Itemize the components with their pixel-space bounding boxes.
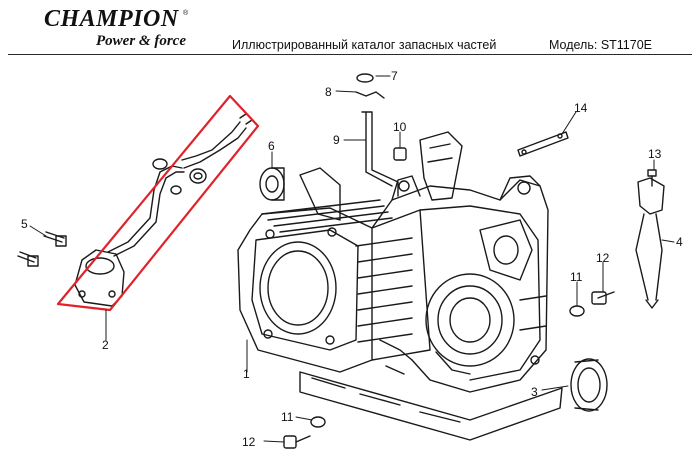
- part-6-bearing: [259, 167, 285, 201]
- registered-mark: ®: [183, 10, 189, 17]
- callout-6: 6: [268, 139, 275, 153]
- callout-1: 1: [243, 367, 250, 381]
- logo-wordmark: CHAMPION: [44, 6, 179, 32]
- callout-13: 13: [648, 147, 662, 161]
- part-2-assembly: [74, 113, 253, 307]
- header-divider: [8, 54, 692, 55]
- crankcase-drawing: [237, 131, 563, 441]
- callout-9: 9: [333, 133, 340, 147]
- part-11-washer-bottom: [310, 416, 326, 428]
- callout-5: 5: [21, 217, 28, 231]
- catalog-title: Иллюстрированный каталог запасных частей: [232, 38, 497, 52]
- callout-7: 7: [391, 69, 398, 83]
- part-3-oil-seal: [570, 358, 608, 412]
- part-4-sensor: [635, 177, 665, 309]
- callout-3: 3: [531, 385, 538, 399]
- callout-10: 10: [393, 120, 407, 134]
- part-11-washer-right: [569, 305, 585, 317]
- model-label: Модель: ST1170E: [549, 38, 653, 52]
- part-12-bolt-right: [591, 291, 615, 305]
- part-9-dipstick: [361, 111, 399, 197]
- callout-2: 2: [102, 338, 109, 352]
- champion-logo: CHAMPION ® Power & force: [40, 6, 200, 52]
- callout-12-right: 12: [596, 251, 610, 265]
- part-12-bolt-bottom: [283, 435, 311, 449]
- part-2-highlight-outline: [56, 94, 260, 312]
- part-10-plug: [393, 147, 407, 161]
- part-5-bolts: [17, 231, 67, 267]
- callout-8: 8: [325, 85, 332, 99]
- part-8-clip: [355, 91, 385, 99]
- part-7-cap: [356, 73, 374, 83]
- part-14-breather: [517, 131, 569, 157]
- callout-labels: 1 2 3 4 5 6 7 8 9 10 11 11 12 12 13 14: [21, 69, 683, 449]
- part-13-screw: [647, 169, 657, 187]
- callout-14: 14: [574, 101, 588, 115]
- leader-lines: [29, 75, 675, 443]
- callout-11-right: 11: [570, 270, 583, 284]
- callout-4: 4: [676, 235, 683, 249]
- callout-11-bottom: 11: [281, 410, 294, 424]
- callout-12-bottom: 12: [242, 435, 256, 449]
- logo-tagline: Power & force: [96, 33, 186, 49]
